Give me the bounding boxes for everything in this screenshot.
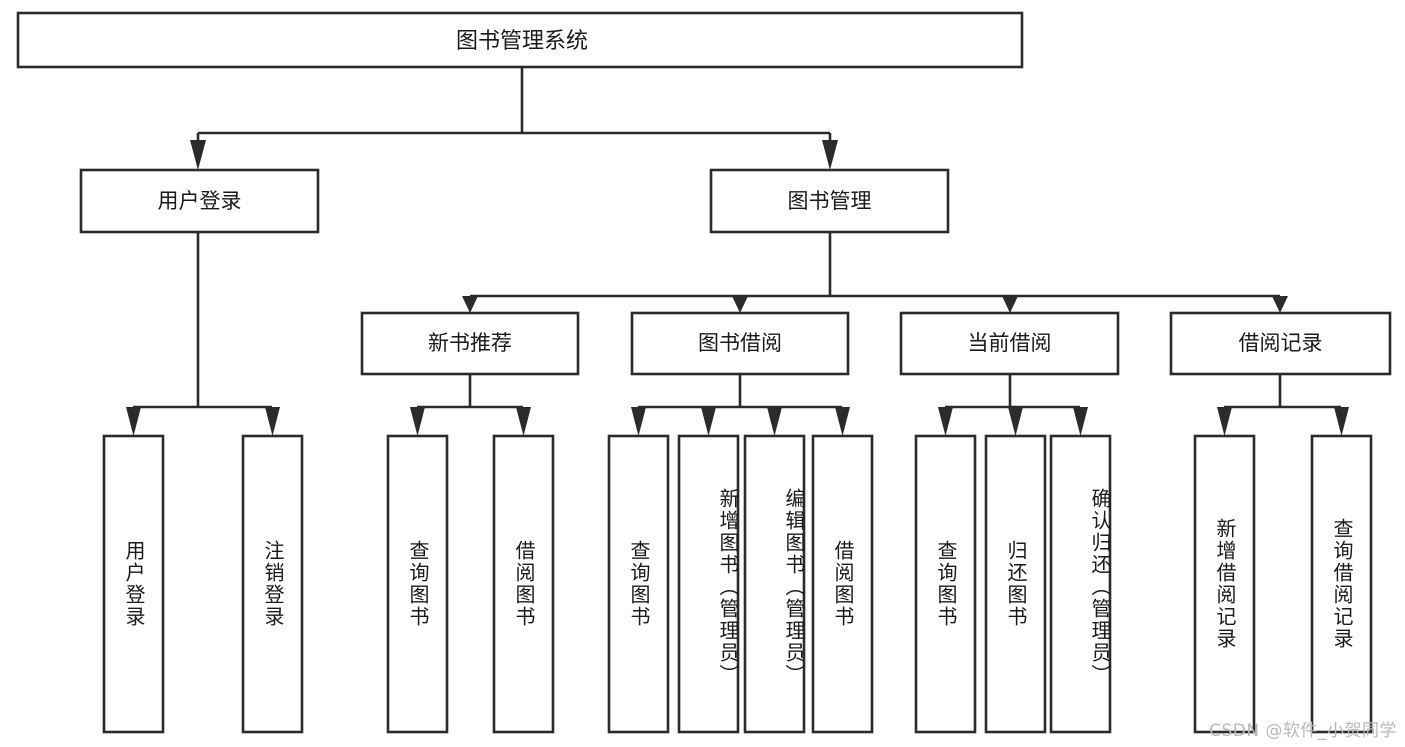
leaf-box-add-book[interactable] (677, 434, 740, 734)
connectors-book-management-to-level3 (462, 232, 1288, 313)
connectors-new-book-recommend-to-leaves (410, 374, 531, 436)
arrow-head-new-book-recommend (462, 296, 478, 313)
node-book-borrow-label: 图书借阅 (698, 331, 782, 355)
arrow-head-leaf-logout (265, 407, 280, 436)
connectors-borrow-record-to-leaves (1217, 374, 1349, 436)
arrow-head-leaf-return-book (1008, 407, 1023, 436)
node-book-management[interactable]: 图书管理 (709, 168, 950, 234)
arrow-head-book-borrow (732, 296, 748, 313)
leaf-box-borrow-book-2[interactable] (811, 434, 874, 734)
arrow-head-leaf-user-login (126, 407, 141, 436)
connectors-current-borrow-to-leaves (938, 374, 1088, 436)
leaf-box-logout[interactable] (241, 434, 304, 734)
arrow-head-leaf-add-book (701, 407, 716, 436)
leaf-box-user-login[interactable] (102, 434, 165, 734)
node-user-login-box[interactable] (79, 168, 320, 234)
arrow-head-borrow-record (1272, 296, 1288, 313)
leaf-box-query-record[interactable] (1310, 434, 1373, 734)
node-root[interactable]: 图书管理系统 (16, 11, 1024, 69)
arrow-head-leaf-borrow-book-1 (516, 407, 531, 436)
leaf-box-confirm-return[interactable] (1049, 434, 1112, 734)
arrow-head-leaf-edit-book (767, 407, 782, 436)
leaf-box-add-record[interactable] (1193, 434, 1256, 734)
node-borrow-record-box[interactable] (1169, 311, 1392, 376)
arrow-head-leaf-query-book-1 (410, 407, 425, 436)
connectors-user-login-to-leaves (126, 232, 280, 436)
node-borrow-record-label: 借阅记录 (1239, 331, 1323, 355)
node-new-book-recommend[interactable]: 新书推荐 (360, 311, 580, 376)
node-current-borrow-box[interactable] (899, 311, 1120, 376)
node-new-book-recommend-label: 新书推荐 (428, 331, 512, 355)
node-book-management-label: 图书管理 (788, 189, 872, 213)
node-user-login-label: 用户登录 (158, 189, 242, 213)
leaf-box-query-book-3[interactable] (914, 434, 977, 734)
leaf-box-query-book-1[interactable] (386, 434, 449, 734)
node-borrow-record[interactable]: 借阅记录 (1169, 311, 1392, 376)
arrow-head-leaf-query-record (1334, 407, 1349, 436)
arrow-head-user-login (190, 140, 206, 170)
node-book-management-box[interactable] (709, 168, 950, 234)
arrow-head-leaf-confirm-return (1073, 407, 1088, 436)
connectors-root-to-level2 (190, 67, 838, 170)
arrow-head-leaf-query-book-3 (938, 407, 953, 436)
node-user-login[interactable]: 用户登录 (79, 168, 320, 234)
connectors-book-borrow-to-leaves (631, 374, 850, 436)
leaf-box-edit-book[interactable] (743, 434, 806, 734)
leaf-box-return-book[interactable] (984, 434, 1047, 734)
arrow-head-leaf-query-book-2 (631, 407, 646, 436)
node-current-borrow[interactable]: 当前借阅 (899, 311, 1120, 376)
node-root-box[interactable] (16, 11, 1024, 69)
arrow-head-leaf-borrow-book-2 (835, 407, 850, 436)
arrow-head-leaf-add-record (1217, 407, 1232, 436)
node-book-borrow-box[interactable] (630, 311, 850, 376)
node-new-book-recommend-box[interactable] (360, 311, 580, 376)
arrow-head-current-borrow (1002, 296, 1018, 313)
leaf-box-borrow-book-1[interactable] (492, 434, 555, 734)
leaf-box-query-book-2[interactable] (607, 434, 670, 734)
node-current-borrow-label: 当前借阅 (968, 331, 1052, 355)
node-root-label: 图书管理系统 (456, 29, 588, 54)
node-book-borrow[interactable]: 图书借阅 (630, 311, 850, 376)
watermark-text: CSDN @软件_小贺同学 (1209, 721, 1397, 741)
arrow-head-book-management (822, 140, 838, 170)
